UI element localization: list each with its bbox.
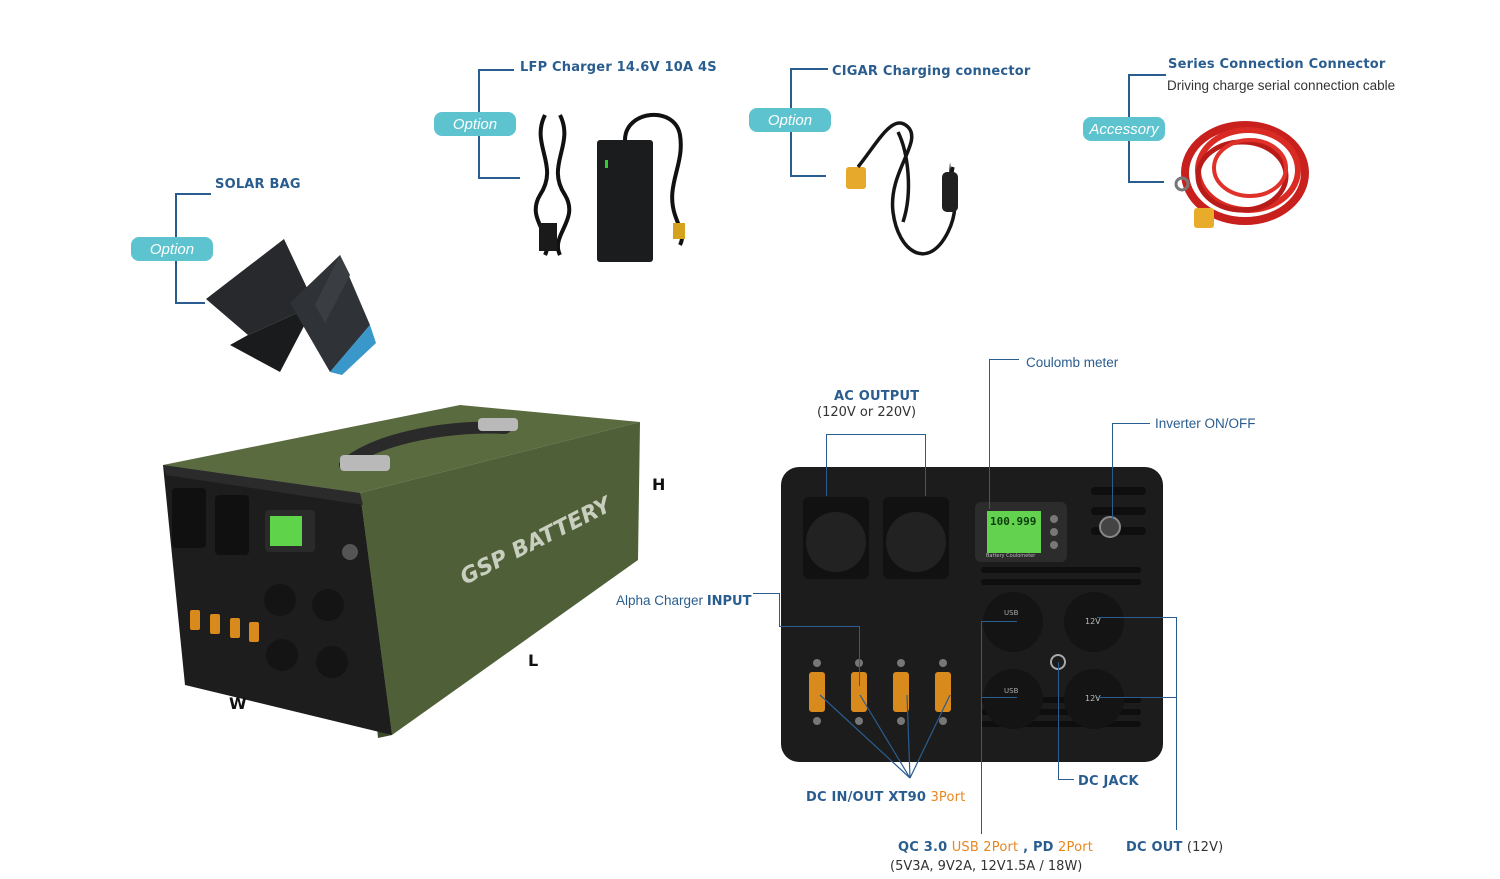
usb-label-top: USB [1004,609,1019,617]
alpha-charger-label: Alpha Charger INPUT [616,593,752,609]
coulomb-meter-label: Coulomb meter [1026,355,1119,370]
solar-bag-title: SOLAR BAG [215,177,301,192]
qc-label: QC 3.0 USB 2Port , PD 2Port [898,840,1094,855]
front-panel-details [803,487,1146,729]
series-cable-image [1174,121,1309,228]
lfp-charger-option-badge: Option [434,112,516,136]
qc-sub: (5V3A, 9V2A, 12V1.5A / 18W) [890,859,1083,874]
solar-panel-image [206,239,376,375]
dc-inout-label: DC IN/OUT XT90 3Port [806,790,966,805]
dc-jack-label: DC JACK [1078,774,1139,789]
dimension-w: W [229,694,247,713]
series-connector-title: Series Connection Connector [1168,57,1386,72]
lfp-charger-image [533,112,685,262]
battery-unit-image: GSP BATTERY [163,405,640,738]
meter-reading: 100.999 [990,515,1037,528]
socket-12v-top-label: 12V [1085,617,1101,626]
ac-output-sub: (120V or 220V) [817,405,917,420]
inverter-label: Inverter ON/OFF [1155,416,1256,431]
dimension-h: H [652,475,666,494]
dc-out-label: DC OUT (12V) [1126,840,1224,855]
solar-bag-option-badge: Option [131,237,213,261]
lfp-charger-title: LFP Charger 14.6V 10A 4S [520,60,717,75]
series-connector-subtitle: Driving charge serial connection cable [1167,78,1396,93]
usb-label-bottom: USB [1004,687,1019,695]
cigar-connector-image [846,121,958,256]
cigar-connector-title: CIGAR Charging connector [832,64,1031,79]
dimension-l: L [528,651,539,670]
cigar-connector-option-badge: Option [749,108,831,132]
ac-output-title: AC OUTPUT [834,389,920,404]
socket-12v-bottom-label: 12V [1085,694,1101,703]
series-connector-accessory-badge: Accessory [1083,117,1165,141]
meter-footer: Battery Coulometer [986,553,1036,559]
